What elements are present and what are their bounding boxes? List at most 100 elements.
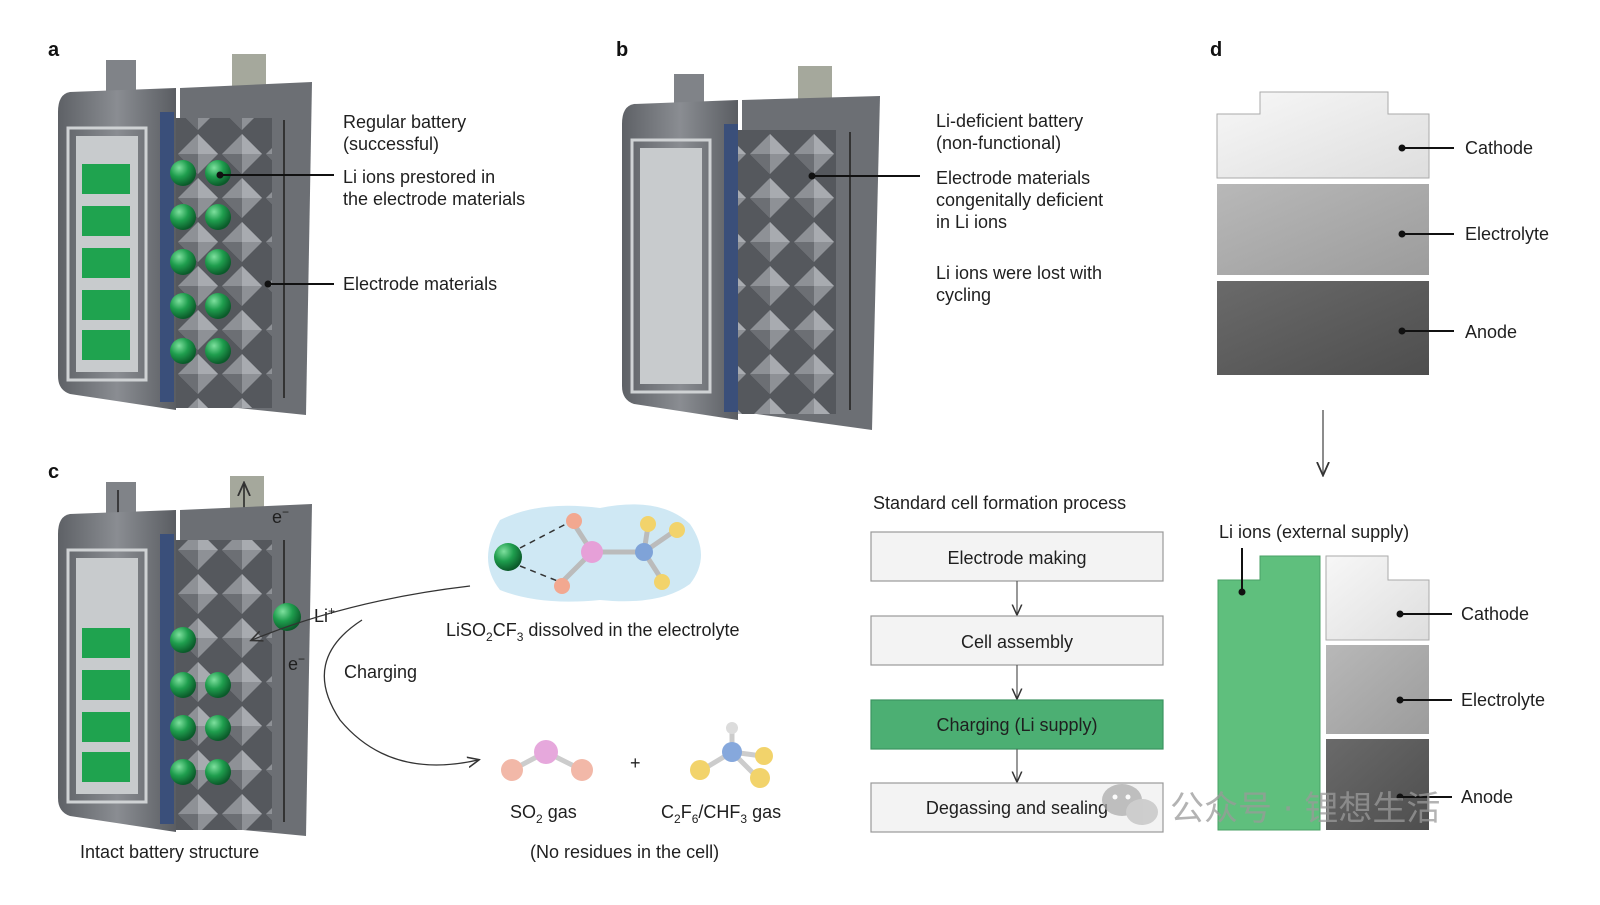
separator-a (160, 112, 174, 402)
panel-a: a (48, 39, 525, 415)
electrolyte-molecule (488, 504, 701, 602)
casing-frame-b (630, 138, 712, 394)
leader-dot-cathode-bottom (1396, 610, 1404, 618)
charge-bar-a-4 (82, 290, 130, 320)
charge-bar-c-2 (82, 670, 130, 700)
label-li-deficient: Li-deficient battery (936, 111, 1083, 131)
label-lost-1: Li ions were lost with (936, 263, 1102, 283)
molecule-fluorine-2 (669, 522, 685, 538)
label-electron-bottom: e− (288, 652, 305, 674)
li-ions-a (170, 160, 231, 364)
label-regular-battery: Regular battery (343, 112, 466, 132)
label-congenital-1: Electrode materials (936, 168, 1090, 188)
label-so2-gas: SO2 gas (510, 802, 577, 826)
leader-dot-electrolyte-top (1398, 230, 1406, 238)
molecule-bond-dashed-2 (519, 565, 561, 583)
tab-left-c (106, 482, 136, 516)
leader-dot-electrolyte-bottom (1396, 696, 1404, 704)
process-flow: Standard cell formation process Electrod… (870, 493, 1164, 833)
leader-dot-electrode-a (264, 280, 272, 288)
leader-dot-cathode-top (1398, 144, 1406, 152)
cell-stack-bottom (1217, 555, 1430, 831)
charge-bar-a-1 (82, 164, 130, 194)
battery-b (622, 66, 880, 430)
process-step-2-label: Cell assembly (961, 632, 1073, 652)
casing-frame-a (66, 126, 148, 382)
separator-b (724, 124, 738, 412)
so2-molecule (501, 740, 593, 781)
casing-frame-c (66, 548, 148, 804)
cathode-layer-top (1216, 91, 1430, 179)
label-li-prestored-1: Li ions prestored in (343, 167, 495, 187)
li-ions-c (170, 627, 231, 785)
casing-window-b (640, 148, 702, 384)
molecule-fluorine-1 (640, 516, 656, 532)
label-non-functional: (non-functional) (936, 133, 1061, 153)
electrode-lattice-b (738, 130, 836, 414)
charge-bar-c-3 (82, 712, 130, 742)
battery-c (58, 476, 312, 836)
arrow-li-to-cell (252, 585, 471, 640)
label-congenital-2: congenitally deficient (936, 190, 1103, 210)
process-step-3 (870, 699, 1164, 750)
anode-layer-top (1217, 281, 1429, 375)
molecule-li (494, 543, 522, 571)
process-step-2 (870, 615, 1164, 666)
label-cf-gas: C2F6/CHF3 gas (661, 802, 781, 826)
molecule-sulfur (581, 541, 603, 563)
label-intact-structure: Intact battery structure (80, 842, 259, 862)
molecule-carbon (635, 543, 653, 561)
label-successful: (successful) (343, 134, 439, 154)
electrolyte-layer-top (1217, 184, 1429, 275)
molecule-bond-dashed-1 (519, 523, 567, 549)
label-anode-bottom: Anode (1461, 787, 1513, 807)
panel-d: d Cathode Electrolyte Anode Li ions (ext… (1210, 39, 1549, 831)
li-supply-layer (1217, 555, 1321, 831)
molecule-fluorine-3 (654, 574, 670, 590)
label-li-external: Li ions (external supply) (1219, 522, 1409, 542)
charge-bar-a-2 (82, 206, 130, 236)
label-li-prestored-2: the electrode materials (343, 189, 525, 209)
process-step-4-label: Degassing and sealing (926, 798, 1108, 818)
cathode-layer-bottom (1325, 555, 1430, 641)
charge-bar-a-5 (82, 330, 130, 360)
tab-left-a (106, 60, 136, 94)
cell-stack-top (1216, 91, 1430, 375)
leader-dot-li-a (216, 171, 224, 179)
label-cathode-top: Cathode (1465, 138, 1533, 158)
label-charging: Charging (344, 662, 417, 682)
leader-dot-li-external (1238, 588, 1246, 596)
leader-dot-anode-top (1398, 327, 1406, 335)
leader-dot-electrode-b (808, 172, 816, 180)
label-cathode-bottom: Cathode (1461, 604, 1529, 624)
panel-b: b Li-deficient battery (non-functional) … (616, 39, 1103, 430)
molecule-oxygen-2 (554, 578, 570, 594)
watermark: 公众号 · 锂想生活 (1102, 784, 1440, 829)
charge-bar-a-3 (82, 248, 130, 278)
plus-sign: + (630, 753, 641, 773)
label-electrode-materials: Electrode materials (343, 274, 497, 294)
electrolyte-layer-bottom (1326, 645, 1429, 734)
process-title: Standard cell formation process (873, 493, 1126, 513)
process-step-3-label: Charging (Li supply) (936, 715, 1097, 735)
arrow-charging-gas (323, 619, 478, 765)
label-congenital-3: in Li ions (936, 212, 1007, 232)
label-molecule-caption: LiSO2CF3 dissolved in the electrolyte (446, 620, 740, 644)
battery-a (58, 54, 312, 415)
panel-d-letter: d (1210, 39, 1222, 61)
cf-molecule (690, 722, 773, 788)
panel-a-letter: a (48, 39, 60, 61)
panel-c: c (48, 461, 1164, 862)
watermark-text: 公众号 · 锂想生活 (1170, 789, 1440, 829)
wechat-icon (1102, 784, 1158, 825)
charge-bar-c-4 (82, 752, 130, 782)
label-electron-top: e− (272, 505, 289, 527)
charge-bar-c-1 (82, 628, 130, 658)
panel-c-letter: c (48, 461, 59, 483)
molecule-oxygen-1 (566, 513, 582, 529)
label-anode-top: Anode (1465, 322, 1517, 342)
label-electrolyte-bottom: Electrolyte (1461, 690, 1545, 710)
panel-b-letter: b (616, 39, 628, 61)
